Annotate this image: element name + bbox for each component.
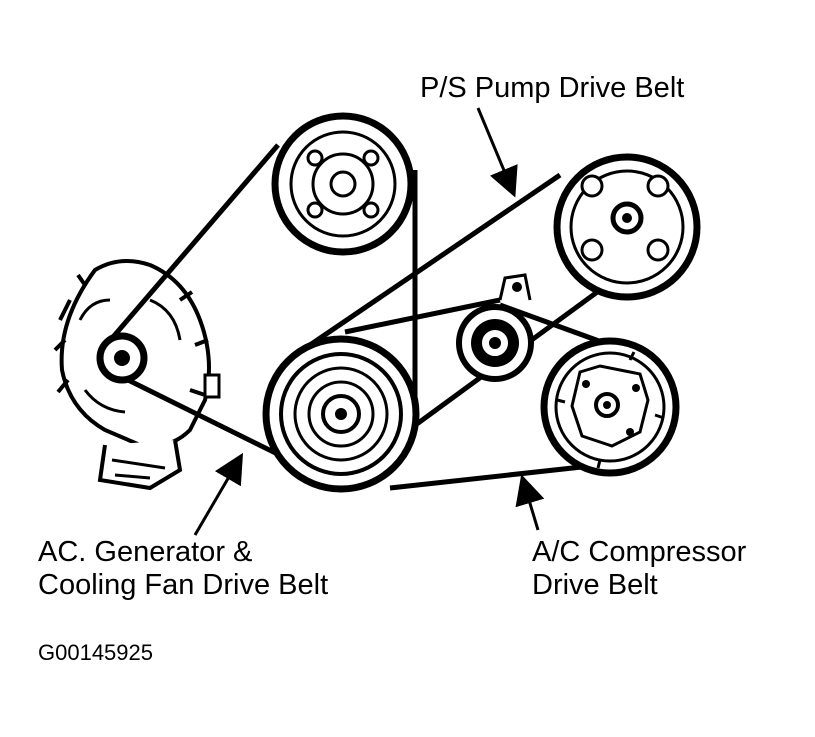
belts	[111, 143, 611, 491]
ps-pump-pulley	[553, 153, 701, 301]
generator-belt-label: AC. Generator & Cooling Fan Drive Belt	[38, 536, 328, 602]
compressor-belt-label-line2: Drive Belt	[532, 569, 658, 601]
idler-pulley	[456, 273, 534, 382]
generator-belt-arrow	[193, 452, 244, 536]
ps-belt-arrow	[476, 107, 518, 198]
fan-pulley	[271, 112, 415, 256]
ac-compressor-pulley	[540, 337, 680, 477]
compressor-belt-arrow	[515, 474, 545, 531]
compressor-belt-label: A/C Compressor Drive Belt	[532, 536, 746, 602]
generator-belt-label-line1: AC. Generator &	[38, 536, 253, 568]
compressor-belt-label-line1: A/C Compressor	[532, 536, 747, 568]
crankshaft-pulley	[262, 335, 420, 493]
generator	[53, 259, 221, 491]
figure-id: G00145925	[38, 640, 153, 665]
ps-pump-belt-label: P/S Pump Drive Belt	[420, 72, 685, 104]
leader-arrows	[193, 107, 545, 536]
generator-belt-label-line2: Cooling Fan Drive Belt	[38, 569, 329, 601]
